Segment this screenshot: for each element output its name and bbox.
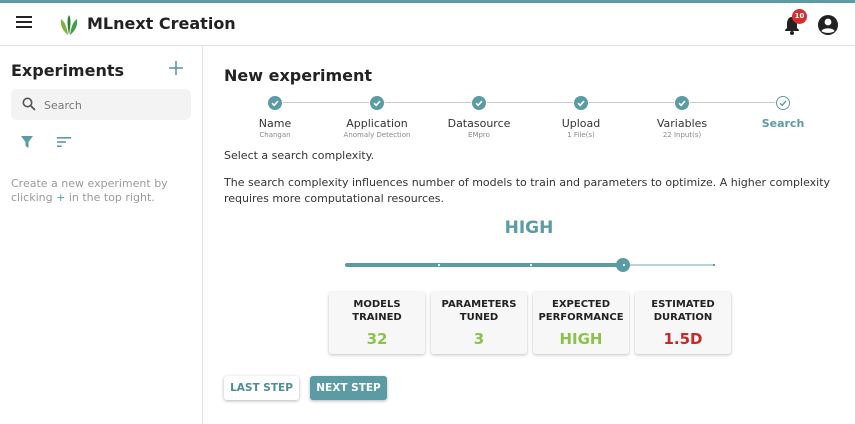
complexity-description: The search complexity influences number … bbox=[224, 176, 831, 205]
check-circle-icon[interactable] bbox=[574, 96, 588, 110]
complexity-slider[interactable] bbox=[345, 256, 715, 274]
hamburger-menu-icon[interactable] bbox=[16, 16, 32, 30]
card-label-line: PARAMETERS bbox=[441, 299, 517, 310]
check-circle-icon[interactable] bbox=[675, 96, 689, 110]
step-label: Application bbox=[346, 117, 408, 130]
step-label: Upload bbox=[561, 117, 601, 130]
summary-card: ESTIMATED DURATION 1.5D bbox=[635, 292, 731, 354]
card-label-line: PERFORMANCE bbox=[538, 312, 624, 323]
step-sublabel: EMpro bbox=[468, 131, 490, 139]
slider-tick-mark bbox=[623, 264, 625, 266]
summary-card: MODELS TRAINED 32 bbox=[329, 292, 425, 354]
stepper-connector bbox=[690, 102, 775, 103]
card-label: MODELS TRAINED bbox=[329, 298, 425, 324]
step-sublabel: 22 Input(s) bbox=[662, 131, 702, 139]
account-circle-icon[interactable] bbox=[817, 14, 839, 36]
step-label: Datasource bbox=[447, 117, 511, 130]
last-step-button[interactable]: LAST STEP bbox=[224, 376, 299, 400]
search-input[interactable] bbox=[42, 95, 186, 115]
step-sublabel: Changan bbox=[259, 131, 291, 139]
filter-icon[interactable] bbox=[20, 135, 34, 149]
slider-tick-mark bbox=[530, 264, 532, 266]
check-circle-icon[interactable] bbox=[472, 96, 486, 110]
next-step-button[interactable]: NEXT STEP bbox=[310, 376, 387, 400]
notification-badge: 10 bbox=[792, 9, 807, 24]
slider-tick-mark bbox=[713, 264, 715, 266]
sort-icon[interactable] bbox=[56, 135, 72, 149]
complexity-prompt: Select a search complexity. bbox=[224, 149, 375, 162]
top-accent-bar bbox=[0, 0, 855, 3]
check-circle-outline-icon[interactable] bbox=[776, 96, 790, 110]
card-label-line: TUNED bbox=[459, 312, 499, 323]
summary-card: PARAMETERS TUNED 3 bbox=[431, 292, 527, 354]
search-box bbox=[11, 89, 191, 120]
step-label: Name bbox=[258, 117, 292, 130]
stepper-connector bbox=[487, 102, 573, 103]
check-circle-icon[interactable] bbox=[268, 96, 282, 110]
step-sublabel: 1 File(s) bbox=[567, 131, 595, 139]
app-title: MLnext Creation bbox=[87, 14, 236, 33]
card-value: HIGH bbox=[559, 330, 603, 348]
leaf-logo-icon bbox=[60, 15, 78, 35]
page-title: New experiment bbox=[224, 66, 373, 85]
search-icon bbox=[22, 97, 36, 111]
card-label-line: DURATION bbox=[653, 312, 713, 323]
slider-fill bbox=[345, 263, 623, 267]
add-experiment-plus-icon[interactable] bbox=[168, 60, 184, 76]
slider-tick-mark bbox=[438, 264, 440, 266]
stepper-connector bbox=[589, 102, 674, 103]
sidebar-title: Experiments bbox=[11, 61, 125, 80]
card-label: EXPECTED PERFORMANCE bbox=[533, 298, 629, 324]
empty-state-message: Create a new experiment by clicking + in… bbox=[11, 177, 196, 205]
step-label: Search bbox=[761, 117, 805, 130]
summary-card: EXPECTED PERFORMANCE HIGH bbox=[533, 292, 629, 354]
stepper-connector bbox=[385, 102, 471, 103]
step-label: Variables bbox=[656, 117, 708, 130]
card-label-line: MODELS bbox=[353, 299, 401, 310]
empty-text-start: Create a new experiment by clicking bbox=[11, 177, 168, 204]
check-circle-icon[interactable] bbox=[370, 96, 384, 110]
card-label-line: ESTIMATED bbox=[651, 299, 715, 310]
empty-plus-symbol: + bbox=[56, 191, 66, 204]
card-label: PARAMETERS TUNED bbox=[431, 298, 527, 324]
card-value: 32 bbox=[366, 330, 388, 348]
step-sublabel: Anomaly Detection bbox=[343, 131, 411, 139]
complexity-level-label: HIGH bbox=[504, 218, 554, 238]
app-bar: MLnext Creation 10 bbox=[0, 3, 855, 46]
card-label-line: TRAINED bbox=[352, 312, 402, 323]
card-label-line: EXPECTED bbox=[552, 299, 610, 310]
empty-text-end: in the top right. bbox=[68, 191, 155, 204]
stepper-connector bbox=[283, 102, 369, 103]
summary-cards: MODELS TRAINED 32 PARAMETERS TUNED 3 EXPECTED P… bbox=[329, 292, 739, 356]
card-value: 3 bbox=[473, 330, 485, 348]
card-label: ESTIMATED DURATION bbox=[635, 298, 731, 324]
card-value: 1.5D bbox=[663, 330, 703, 348]
experiments-sidebar: Experiments Create a new experiment by c… bbox=[0, 46, 203, 424]
